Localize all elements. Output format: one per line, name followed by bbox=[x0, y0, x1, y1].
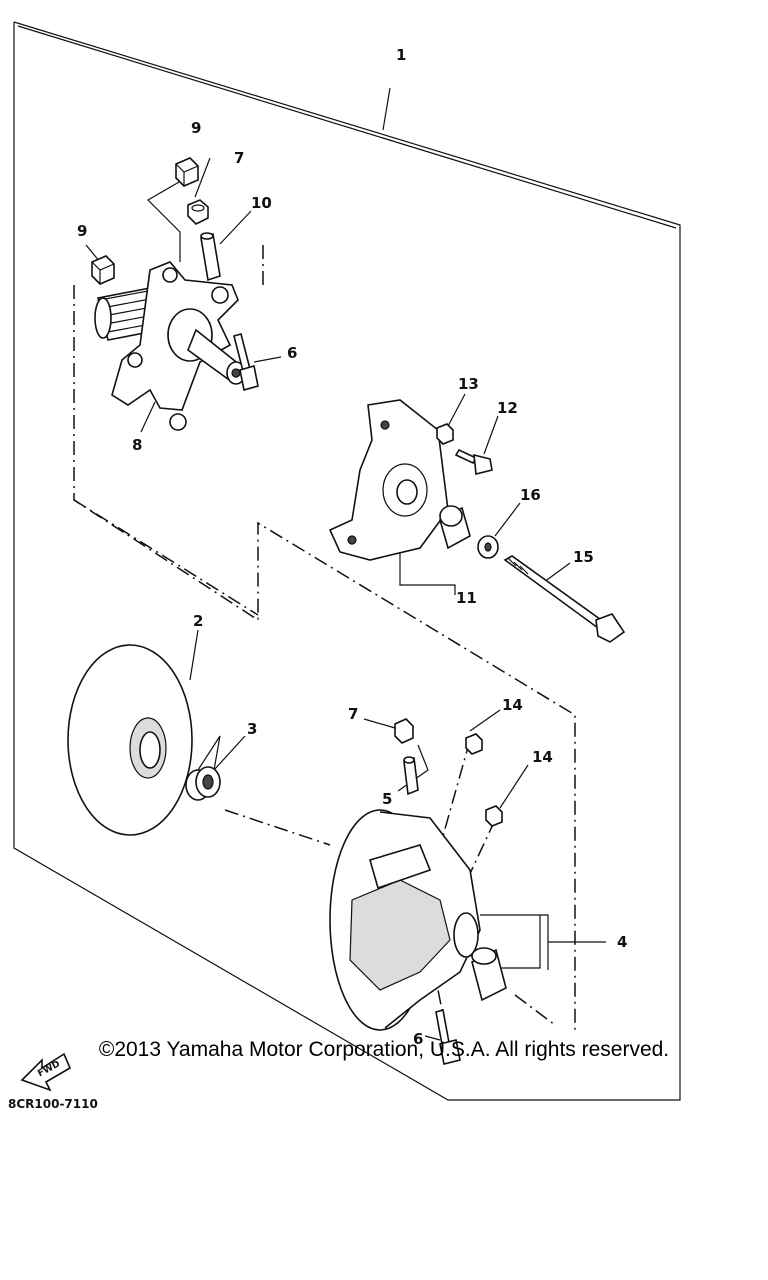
callout-1: 1 bbox=[396, 46, 406, 64]
callout-14-upper: 14 bbox=[502, 696, 523, 714]
fwd-arrow-icon: FWD bbox=[20, 1052, 72, 1092]
callout-labels: 1 9 7 10 9 6 8 13 12 16 15 11 2 3 7 14 1… bbox=[77, 46, 627, 1048]
sheave-rear-bushing-part bbox=[471, 947, 507, 1002]
slider-part-upper bbox=[175, 157, 199, 187]
callout-6-upper: 6 bbox=[287, 344, 297, 362]
callout-9-left: 9 bbox=[77, 222, 87, 240]
pin-part-lower bbox=[403, 756, 419, 796]
long-bolt-part bbox=[503, 555, 626, 643]
bolt-part-12 bbox=[454, 448, 493, 475]
small-nut-part bbox=[436, 423, 454, 445]
bolt-part-lower bbox=[435, 1008, 461, 1065]
bolt-part-upper bbox=[233, 333, 259, 392]
assembly-frame bbox=[13, 21, 681, 1101]
sheave-bushing-part bbox=[185, 766, 221, 801]
callout-7-lower: 7 bbox=[348, 705, 358, 723]
callout-4: 4 bbox=[617, 933, 627, 951]
washer-part bbox=[477, 535, 499, 559]
nut-part-upper bbox=[187, 199, 209, 225]
small-nut-part-upper-14 bbox=[465, 733, 483, 755]
sub-assembly-boundary bbox=[73, 285, 576, 1030]
movable-sheave-part bbox=[329, 809, 481, 1031]
pin-part bbox=[200, 232, 221, 282]
cover-plate-part bbox=[328, 399, 449, 561]
callout-8: 8 bbox=[132, 436, 142, 454]
copyright-notice: ©2013 Yamaha Motor Corporation, U.S.A. A… bbox=[98, 1038, 670, 1061]
nut-part-lower bbox=[394, 718, 414, 744]
callout-3: 3 bbox=[247, 720, 257, 738]
callout-9-upper: 9 bbox=[191, 119, 201, 137]
bushing-part bbox=[439, 505, 471, 550]
callout-14-lower: 14 bbox=[532, 748, 553, 766]
small-nut-part-lower-14 bbox=[485, 805, 503, 827]
callout-10: 10 bbox=[251, 194, 272, 212]
callout-6-lower: 6 bbox=[413, 1030, 423, 1048]
figure-code: 8CR100-7110 bbox=[8, 1097, 98, 1111]
sheave-part bbox=[67, 644, 193, 836]
slider-part-left bbox=[91, 255, 115, 285]
callout-15: 15 bbox=[573, 548, 594, 566]
callout-5: 5 bbox=[382, 790, 392, 808]
spider-hub-part bbox=[94, 261, 246, 431]
callout-16: 16 bbox=[520, 486, 541, 504]
callout-2: 2 bbox=[193, 612, 203, 630]
callout-13: 13 bbox=[458, 375, 479, 393]
callout-12: 12 bbox=[497, 399, 518, 417]
callout-7-upper: 7 bbox=[234, 149, 244, 167]
callout-11: 11 bbox=[456, 589, 477, 607]
